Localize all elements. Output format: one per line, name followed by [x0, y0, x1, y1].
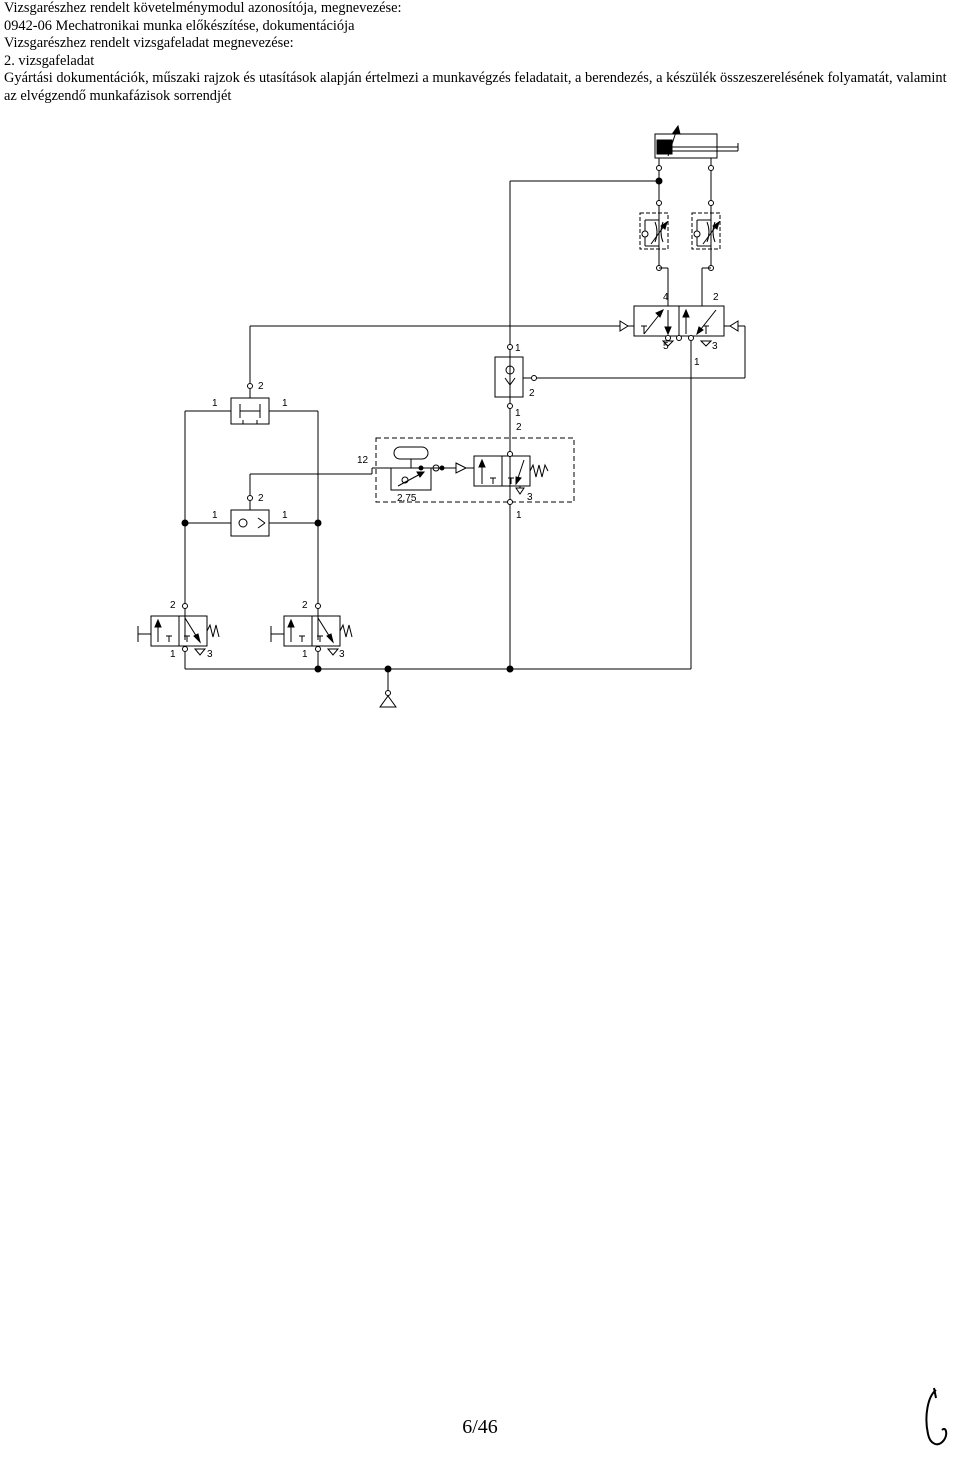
header-line-3: Vizsgarészhez rendelt vizsgafeladat megn… [4, 35, 294, 52]
shuttle-valve [185, 468, 373, 537]
header-line-5: Gyártási dokumentációk, műszaki rajzok é… [4, 70, 947, 104]
time-delay-valve [372, 409, 575, 505]
port-5-label: 5 [663, 341, 669, 352]
supply-line [184, 652, 691, 696]
and-left-1-label: 1 [212, 398, 218, 409]
timer-port-1-label: 1 [516, 510, 522, 521]
flow-control-valve-right [691, 171, 721, 271]
header-line-4: 2. vizsgafeladat [4, 52, 95, 69]
port-4-label: 4 [663, 292, 669, 303]
port-1-label: 1 [694, 357, 700, 368]
and-out-2-label: 2 [258, 381, 264, 392]
timer-port-2-label: 2 [516, 422, 522, 433]
shuttle-port-2-label: 2 [529, 388, 535, 399]
header-line-1: Vizsgarészhez rendelt követelménymodul a… [4, 0, 402, 16]
right-valve-port-1-label: 1 [302, 649, 308, 660]
timer-port-12-label: 12 [357, 455, 369, 466]
header-line-2: 0942-06 Mechatronikai munka előkészítése… [4, 17, 355, 34]
or-left-1-label: 1 [212, 510, 218, 521]
port-3-label: 3 [712, 341, 718, 352]
push-button-valve-left [137, 603, 220, 656]
left-valve-port-2-label: 2 [170, 600, 176, 611]
timer-setting-label: 2,75 [397, 493, 417, 504]
timer-port-1-top-label: 1 [515, 408, 521, 419]
two-pressure-valve [185, 383, 318, 425]
or-right-1-label: 1 [282, 510, 288, 521]
check-valve-top [494, 344, 531, 409]
page-number: 6/46 [462, 1416, 498, 1438]
signature-icon [925, 1387, 948, 1446]
pressure-source-icon [379, 695, 397, 708]
double-acting-cylinder [654, 124, 739, 171]
left-valve-port-3-label: 3 [207, 649, 213, 660]
and-right-1-label: 1 [282, 398, 288, 409]
push-button-valve-right [270, 603, 353, 656]
right-valve-port-3-label: 3 [339, 649, 345, 660]
port-2-label: 2 [713, 292, 719, 303]
valve-5-2-directional [612, 267, 745, 347]
left-valve-port-1-label: 1 [170, 649, 176, 660]
right-valve-port-2-label: 2 [302, 600, 308, 611]
timer-port-3-label: 3 [527, 492, 533, 503]
or-out-2-label: 2 [258, 493, 264, 504]
shuttle-port-1-label: 1 [515, 343, 521, 354]
page-header: Vizsgarészhez rendelt követelménymodul a… [4, 0, 956, 106]
flow-control-valve-left [639, 171, 669, 271]
